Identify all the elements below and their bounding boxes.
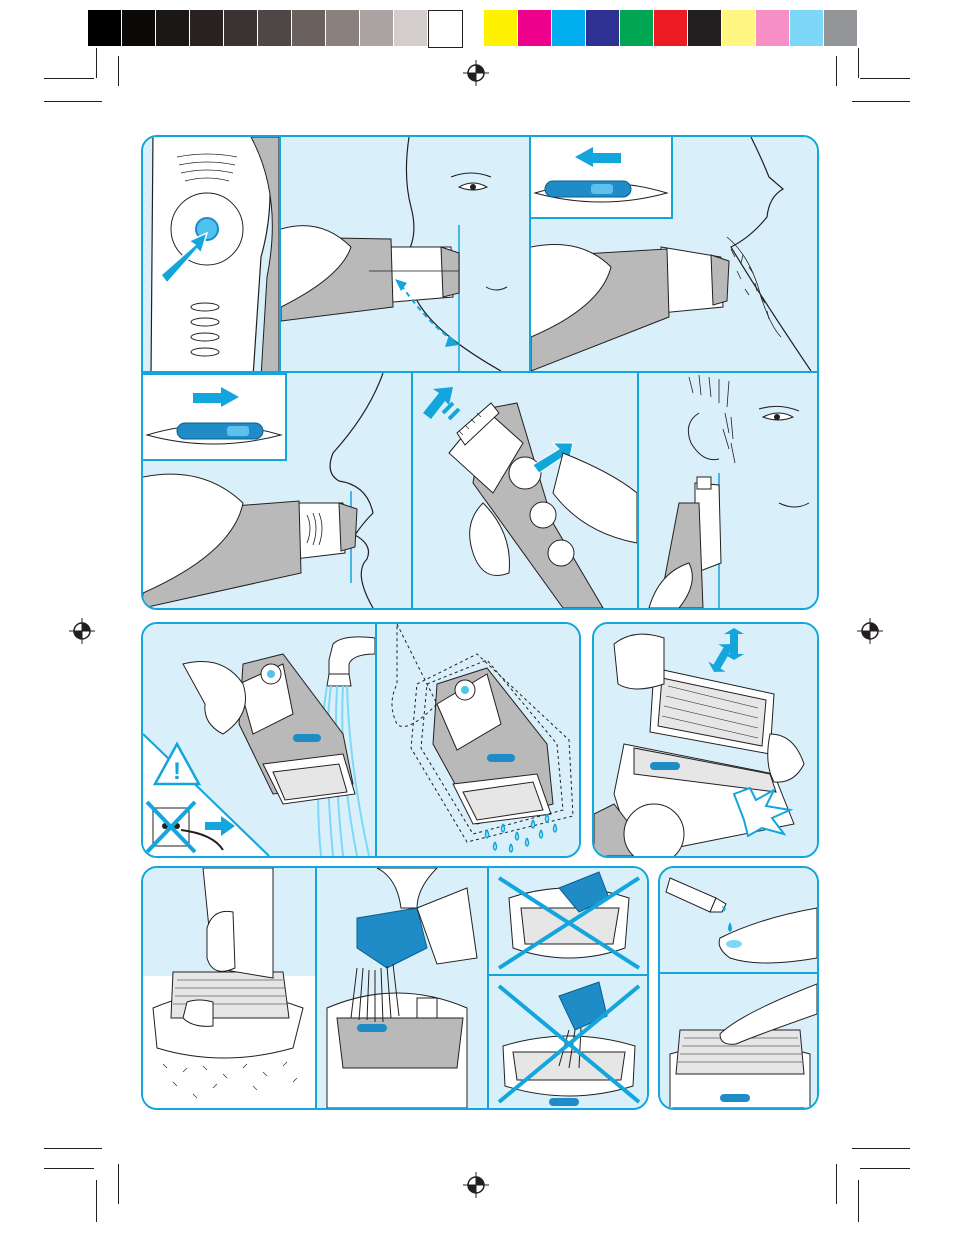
panel-apply-oil — [660, 974, 817, 1108]
panel-trim-sideburns — [639, 373, 817, 608]
slide-switch-inset — [143, 373, 287, 461]
color-swatch — [790, 10, 823, 46]
panel-tap-cassette — [143, 868, 315, 1108]
crop-mark — [118, 1164, 119, 1204]
grayscale-swatch — [292, 10, 325, 46]
panel-remove-cassette — [594, 624, 817, 856]
grayscale-swatch — [156, 10, 189, 46]
crop-mark — [44, 1168, 94, 1169]
crop-mark — [44, 101, 102, 102]
panel-remove-trimmer — [413, 373, 637, 608]
crop-mark — [44, 78, 94, 79]
color-swatch — [552, 10, 585, 46]
panel-shave-face — [281, 137, 529, 371]
top-illustration-group — [141, 135, 819, 610]
color-swatch — [688, 10, 721, 46]
middle-left-group: ! — [141, 622, 581, 858]
grayscale-swatch — [326, 10, 359, 46]
grayscale-swatch — [258, 10, 291, 46]
grayscale-swatch — [360, 10, 393, 46]
crop-mark — [852, 1148, 910, 1149]
panel-dont-brush-cutter — [489, 976, 647, 1108]
crop-mark — [860, 1168, 910, 1169]
crosshair-registration-icon — [463, 60, 489, 86]
grayscale-swatch — [394, 10, 427, 46]
color-swatch — [518, 10, 551, 46]
panel-brush-housing — [317, 868, 487, 1108]
crop-mark — [858, 48, 859, 78]
color-swatch — [620, 10, 653, 46]
crop-mark — [118, 56, 119, 86]
color-swatch — [756, 10, 789, 46]
color-swatch — [722, 10, 755, 46]
color-swatch — [484, 10, 517, 46]
crop-mark — [44, 1148, 102, 1149]
panel-power-button — [143, 137, 279, 371]
grayscale-swatch — [190, 10, 223, 46]
slide-switch-inset — [531, 137, 673, 219]
arrow-left-icon — [575, 147, 621, 167]
crop-mark — [860, 78, 910, 79]
crosshair-registration-icon — [69, 618, 95, 644]
crop-mark — [852, 101, 910, 102]
arrow-right-icon — [193, 387, 239, 407]
grayscale-swatch — [224, 10, 257, 46]
crop-mark — [96, 1180, 97, 1222]
svg-text:!: ! — [173, 758, 181, 785]
bottom-right-group — [658, 866, 819, 1110]
crop-mark — [836, 1164, 837, 1204]
panel-slide-switch-left — [531, 137, 817, 371]
crop-mark — [96, 48, 97, 78]
panel-warning-unplug: ! — [143, 734, 269, 856]
color-swatch — [654, 10, 687, 46]
crop-mark — [836, 56, 837, 86]
crop-mark — [858, 1180, 859, 1222]
crosshair-registration-icon — [857, 618, 883, 644]
trimmer-icon — [697, 477, 711, 489]
grayscale-swatch — [88, 10, 121, 46]
color-swatch — [586, 10, 619, 46]
panel-rinse-under-tap: ! — [143, 624, 375, 856]
grayscale-swatch — [122, 10, 155, 46]
grayscale-swatch — [428, 10, 463, 48]
color-swatch — [824, 10, 857, 46]
middle-right-group — [592, 622, 819, 858]
bottom-left-group — [141, 866, 649, 1110]
crosshair-registration-icon — [463, 1172, 489, 1198]
panel-shake-dry — [377, 624, 579, 856]
panel-dont-brush-foil — [489, 868, 647, 974]
panel-slide-switch-right — [143, 373, 411, 608]
panel-oil-drop — [660, 868, 817, 972]
